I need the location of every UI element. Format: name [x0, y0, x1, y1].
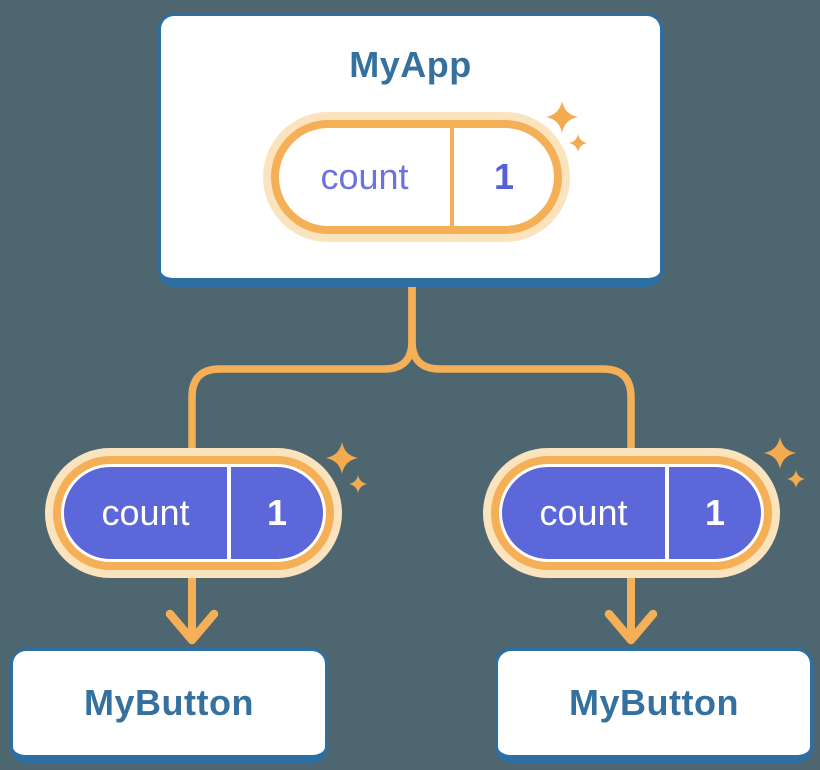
pill-glow-ring: count 1 [263, 112, 570, 242]
branch-line-left [188, 283, 416, 454]
sparkle-icon [326, 442, 367, 493]
pill-orange-ring: count 1 [271, 120, 562, 234]
child-state-pill-left: count 1 [45, 448, 342, 578]
state-value-label: 1 [227, 467, 323, 559]
root-state-pill: count 1 [263, 112, 570, 242]
arrow-down-icon [165, 572, 219, 645]
child-component-title: MyButton [84, 682, 254, 723]
pill-orange-ring: count 1 [53, 456, 334, 570]
state-value-label: 1 [450, 128, 554, 226]
state-key-label: count [320, 156, 409, 197]
pill-glow-ring: count 1 [45, 448, 342, 578]
branch-line-right [408, 283, 635, 454]
pill-orange-ring: count 1 [491, 456, 772, 570]
state-key-label: count [539, 492, 628, 533]
pill-glow-ring: count 1 [483, 448, 780, 578]
child-component-card-left: MyButton [10, 648, 328, 763]
sparkle-icon [764, 437, 805, 488]
state-key-label: count [101, 492, 190, 533]
child-component-title: MyButton [569, 682, 739, 723]
arrow-down-icon [604, 572, 658, 645]
pill-body: count 1 [61, 464, 326, 562]
pill-body: count 1 [279, 128, 554, 226]
root-component-title: MyApp [349, 44, 472, 85]
sparkle-icon [546, 101, 587, 152]
child-state-pill-right: count 1 [483, 448, 780, 578]
child-component-card-right: MyButton [495, 648, 813, 763]
state-value-label: 1 [665, 467, 761, 559]
pill-body: count 1 [499, 464, 764, 562]
